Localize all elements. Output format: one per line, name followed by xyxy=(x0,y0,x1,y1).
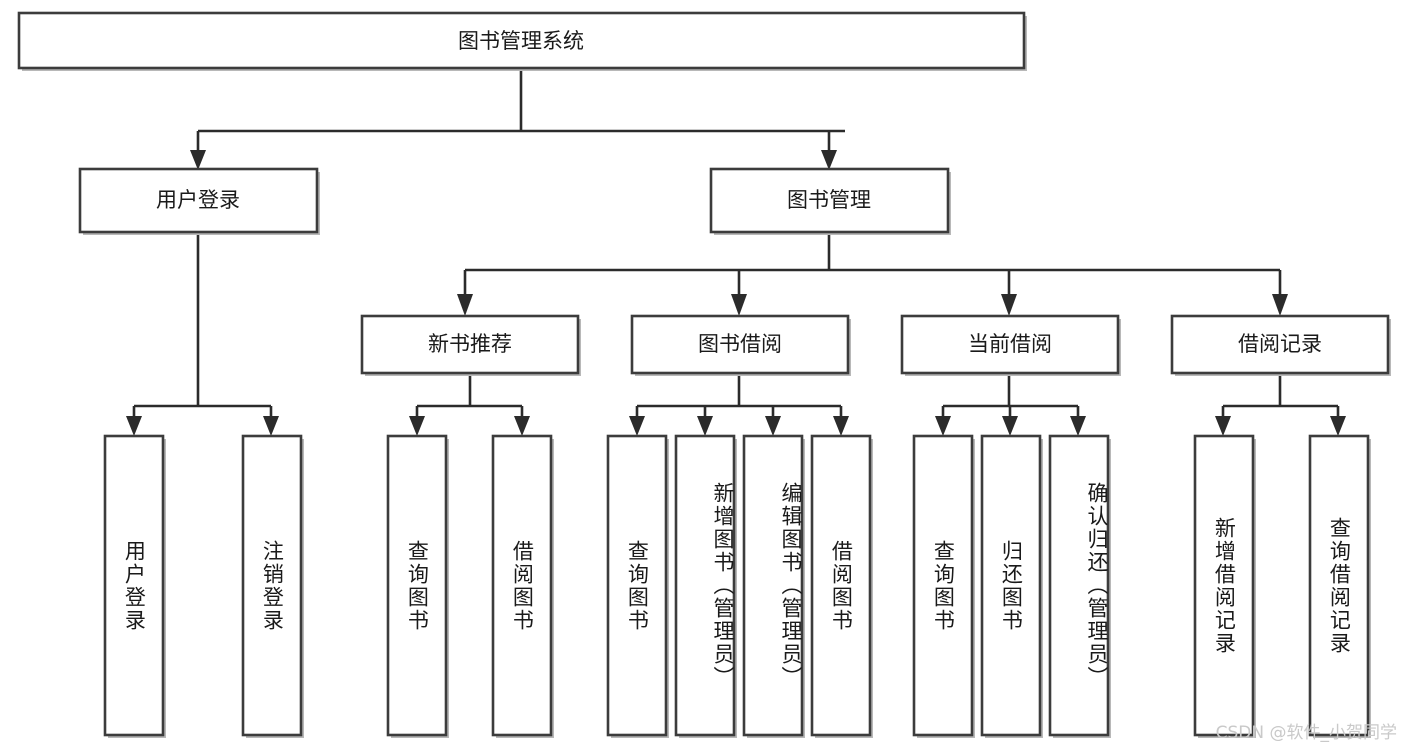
node-current-borrow[interactable]: 当前借阅 xyxy=(900,314,1121,376)
edges-root-to-level2 xyxy=(190,69,845,170)
leaf-rect-query-book-borrow[interactable] xyxy=(606,434,668,737)
node-new-book-recommend[interactable]: 新书推荐 xyxy=(360,314,581,376)
edges-recommend-to-leaves xyxy=(409,375,530,436)
leaf-rects xyxy=(103,434,1371,738)
node-root-label: 图书管理系统 xyxy=(458,29,584,53)
leaf-rect-user-logout[interactable] xyxy=(241,434,303,737)
edges-booksmanage-to-level3 xyxy=(457,233,1288,316)
leaf-rect-user-login[interactable] xyxy=(103,434,165,737)
leaf-rect-add-book-admin[interactable] xyxy=(674,434,736,737)
node-current-borrow-label: 当前借阅 xyxy=(968,332,1052,356)
node-book-borrow[interactable]: 图书借阅 xyxy=(630,314,851,376)
node-new-book-recommend-label: 新书推荐 xyxy=(428,332,512,356)
edges-borrowrecord-to-leaves xyxy=(1215,375,1346,436)
leaf-rect-return-book[interactable] xyxy=(980,434,1042,737)
leaf-rect-confirm-return-admin[interactable] xyxy=(1048,434,1110,737)
leaf-rect-borrow-book-recommend[interactable] xyxy=(491,434,553,737)
edges-currentborrow-to-leaves xyxy=(935,375,1086,436)
leaf-rect-query-borrow-record[interactable] xyxy=(1308,434,1370,737)
node-borrow-record[interactable]: 借阅记录 xyxy=(1170,314,1391,376)
leaf-rect-query-book-current[interactable] xyxy=(912,434,974,737)
node-borrow-record-label: 借阅记录 xyxy=(1238,332,1322,356)
node-user-login-label: 用户登录 xyxy=(156,188,240,212)
leaf-rect-edit-book-admin[interactable] xyxy=(742,434,804,737)
node-book-manage-label: 图书管理 xyxy=(787,188,871,212)
node-user-login[interactable]: 用户登录 xyxy=(78,167,320,235)
leaf-rect-borrow-book[interactable] xyxy=(810,434,872,737)
edges-userlogin-to-leaves xyxy=(126,233,279,436)
node-book-manage[interactable]: 图书管理 xyxy=(709,167,951,235)
csdn-watermark: CSDN @软件_小贺同学 xyxy=(1215,723,1397,743)
edges-bookborrow-to-leaves xyxy=(629,375,849,436)
leaf-rect-query-book-recommend[interactable] xyxy=(386,434,448,737)
node-book-borrow-label: 图书借阅 xyxy=(698,332,782,356)
leaf-rect-add-borrow-record[interactable] xyxy=(1193,434,1255,737)
node-root[interactable]: 图书管理系统 xyxy=(17,11,1027,71)
